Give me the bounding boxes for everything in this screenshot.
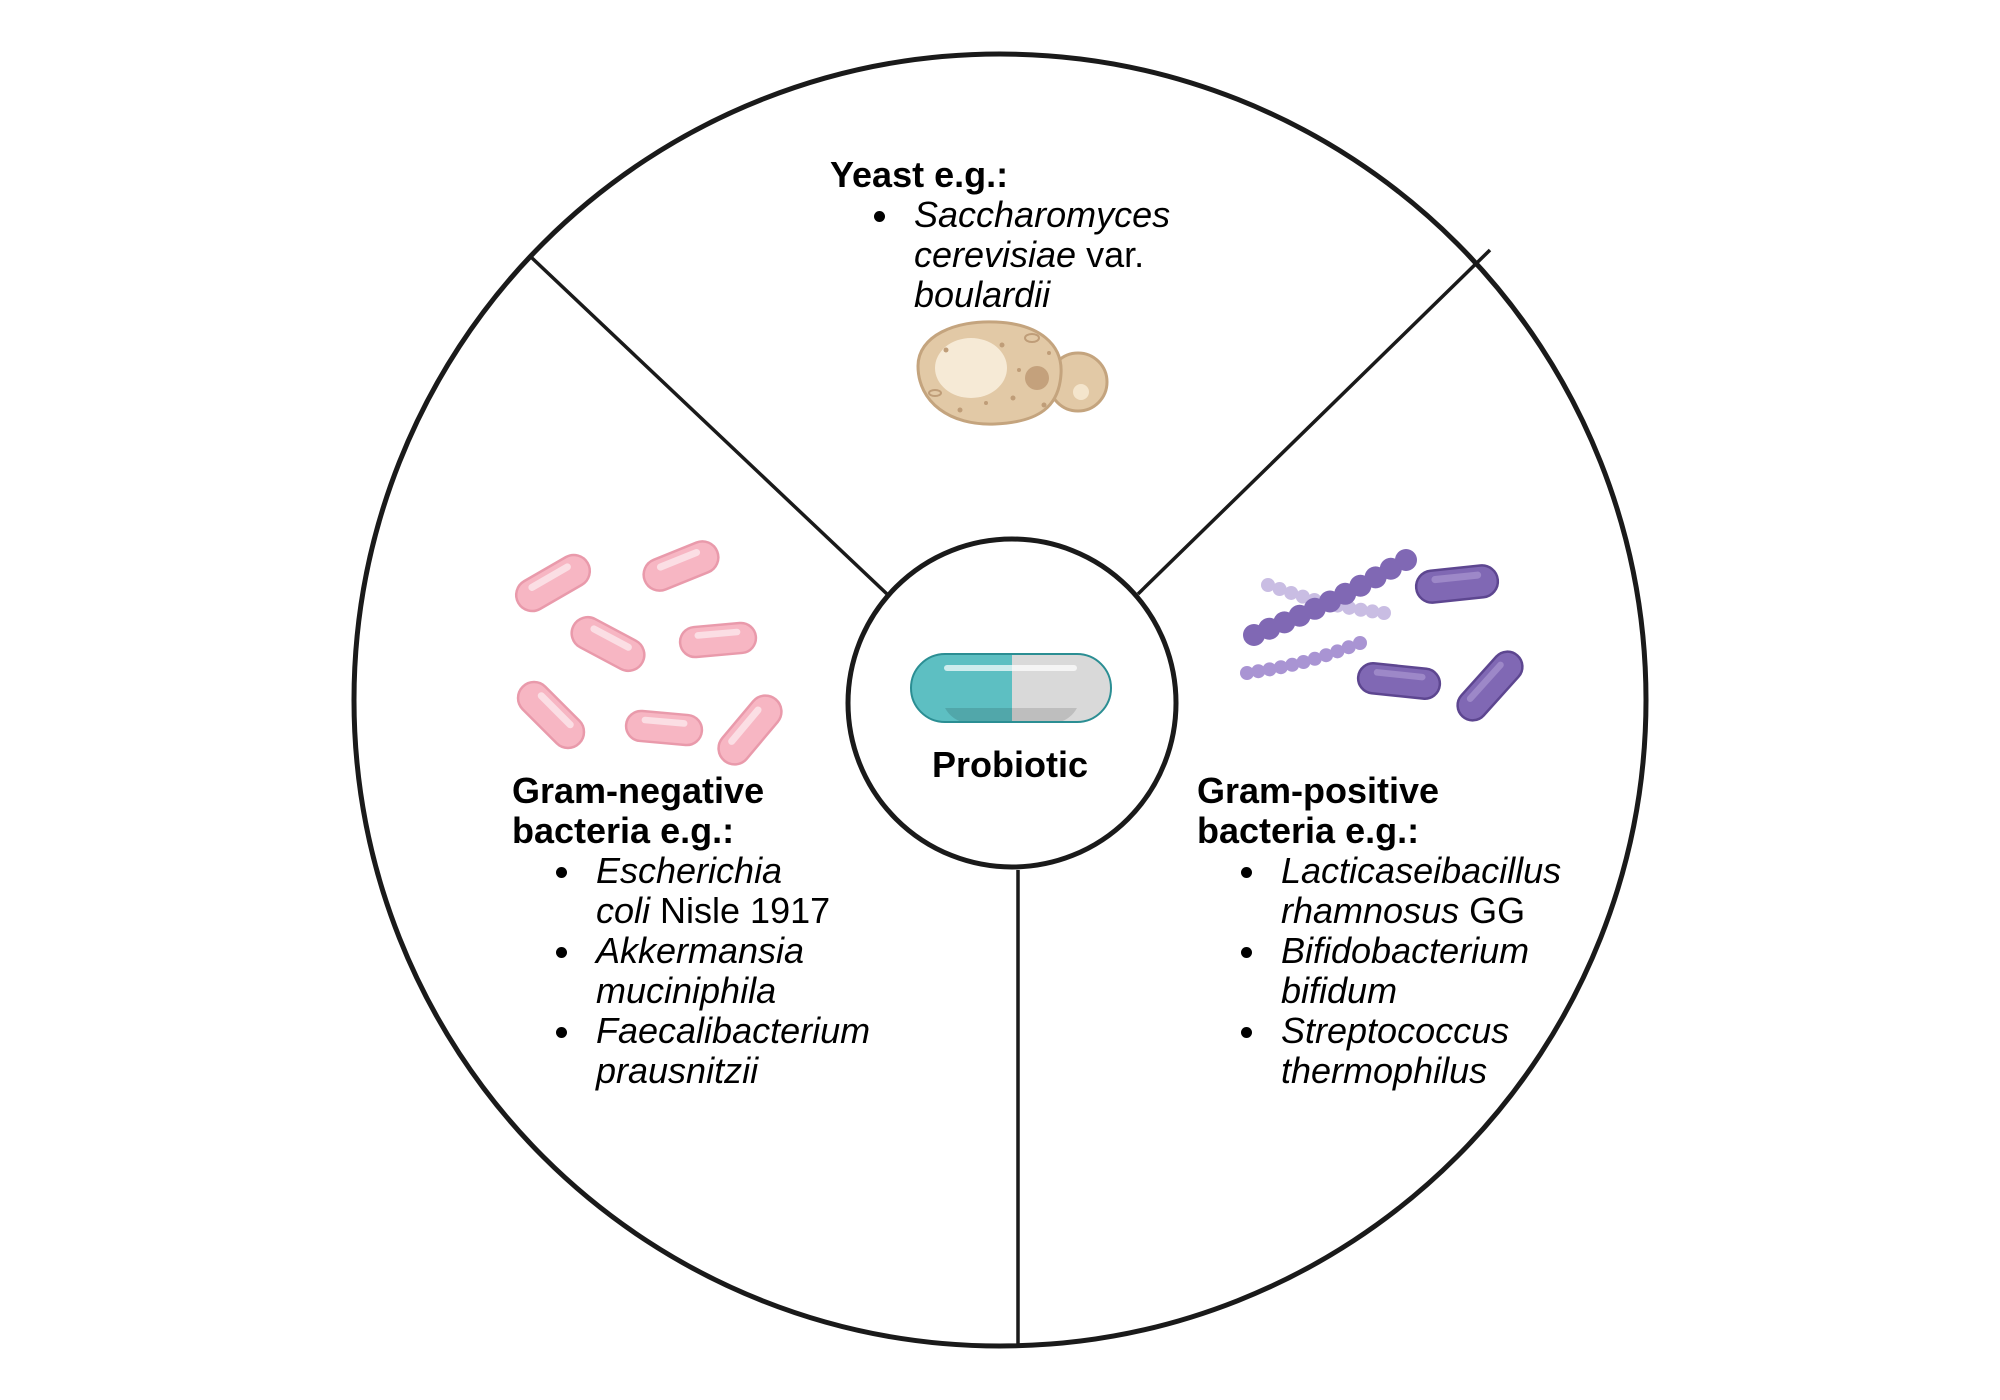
outer-ring xyxy=(351,51,1649,1349)
species-name: Bifidobacterium xyxy=(1281,930,1530,971)
gram-positive-rod xyxy=(1456,650,1524,722)
rod-bacteria-icon xyxy=(514,540,783,766)
species-name: muciniphila xyxy=(596,970,777,1011)
species-name: thermophilus xyxy=(1281,1050,1488,1091)
species-name: Saccharomyces xyxy=(914,194,1171,235)
heading-line: Gram-negative xyxy=(512,770,765,811)
coccus xyxy=(1307,651,1322,666)
species-name: Faecalibacterium xyxy=(596,1010,871,1051)
gram-negative-rod xyxy=(642,540,720,592)
divider-upper-right xyxy=(1136,248,1492,596)
gram-negative-rod xyxy=(624,709,704,747)
gram-negative-text-block: Gram-negative bacteria e.g.: Escherichia… xyxy=(512,771,870,1091)
gram-positive-heading: Gram-positive bacteria e.g.: xyxy=(1197,771,1561,851)
species-name: rhamnosus xyxy=(1281,890,1460,931)
species-name: prausnitzii xyxy=(596,1050,759,1091)
yeast-heading: Yeast e.g.: xyxy=(830,154,1009,195)
coccus xyxy=(1296,655,1311,669)
coccus xyxy=(1377,606,1391,620)
coccus xyxy=(1273,660,1288,675)
yeast-text-block: Yeast e.g.: Saccharomyces cerevisiae var… xyxy=(830,155,1170,315)
species-item: Bifidobacterium bifidum xyxy=(1197,931,1561,1011)
coccus xyxy=(1295,589,1310,604)
gram-positive-rods-icon xyxy=(1356,564,1524,722)
gram-negative-rod xyxy=(678,621,758,659)
coccus xyxy=(1353,636,1367,650)
cocci-chain-icon xyxy=(1240,549,1417,680)
coccus xyxy=(1341,640,1356,655)
heading-line: bacteria e.g.: xyxy=(512,810,735,851)
coccus xyxy=(1240,666,1254,680)
species-name: coli xyxy=(596,890,651,931)
heading-line: bacteria e.g.: xyxy=(1197,810,1420,851)
capsule-icon xyxy=(910,653,1112,723)
gram-negative-rod xyxy=(717,694,783,766)
yeast-species-list: Saccharomyces cerevisiae var. boulardii xyxy=(830,195,1170,315)
coccus xyxy=(1319,648,1334,663)
strain-name: GG xyxy=(1459,890,1526,931)
species-item: Streptococcus thermophilus xyxy=(1197,1011,1561,1091)
gram-negative-heading: Gram-negative bacteria e.g.: xyxy=(512,771,870,851)
strain-name: Nisle 1917 xyxy=(650,890,831,931)
gram-negative-species-list: Escherichia coli Nisle 1917 Akkermansia … xyxy=(512,851,870,1091)
species-name: boulardii xyxy=(914,274,1051,315)
coccus xyxy=(1251,664,1266,679)
gram-positive-species-list: Lacticaseibacillus rhamnosus GG Bifidoba… xyxy=(1197,851,1561,1091)
gram-negative-rod xyxy=(514,553,592,613)
gram-negative-rod xyxy=(516,680,586,750)
species-name: cerevisiae xyxy=(914,234,1077,275)
gram-negative-rod xyxy=(570,615,646,673)
species-item: Faecalibacterium prausnitzii xyxy=(512,1011,870,1091)
species-item: Escherichia coli Nisle 1917 xyxy=(512,851,870,931)
coccus xyxy=(1262,662,1277,677)
gram-positive-rod xyxy=(1356,662,1442,700)
species-item: Lacticaseibacillus rhamnosus GG xyxy=(1197,851,1561,931)
gram-positive-text-block: Gram-positive bacteria e.g.: Lacticaseib… xyxy=(1197,771,1561,1091)
yeast-cell-icon xyxy=(916,320,1109,426)
species-name: bifidum xyxy=(1281,970,1398,1011)
coccus xyxy=(1261,578,1275,592)
species-name: Akkermansia xyxy=(596,930,805,971)
coccus xyxy=(1353,602,1368,617)
coccus xyxy=(1284,585,1299,600)
coccus xyxy=(1365,604,1380,619)
divider-upper-left xyxy=(530,256,889,596)
gram-positive-rod xyxy=(1414,564,1500,604)
probiotic-label: Probiotic xyxy=(931,744,1088,785)
heading-line: Gram-positive xyxy=(1197,770,1440,811)
coccus xyxy=(1330,644,1345,659)
species-name: Lacticaseibacillus xyxy=(1281,850,1562,891)
species-item: Saccharomyces cerevisiae var. boulardii xyxy=(830,195,1170,315)
coccus xyxy=(1395,549,1417,571)
species-name: Escherichia xyxy=(596,850,783,891)
coccus xyxy=(1285,657,1300,672)
coccus xyxy=(1272,582,1287,597)
species-qualifier: var. xyxy=(1076,234,1145,275)
species-item: Akkermansia muciniphila xyxy=(512,931,870,1011)
species-name: Streptococcus xyxy=(1281,1010,1510,1051)
